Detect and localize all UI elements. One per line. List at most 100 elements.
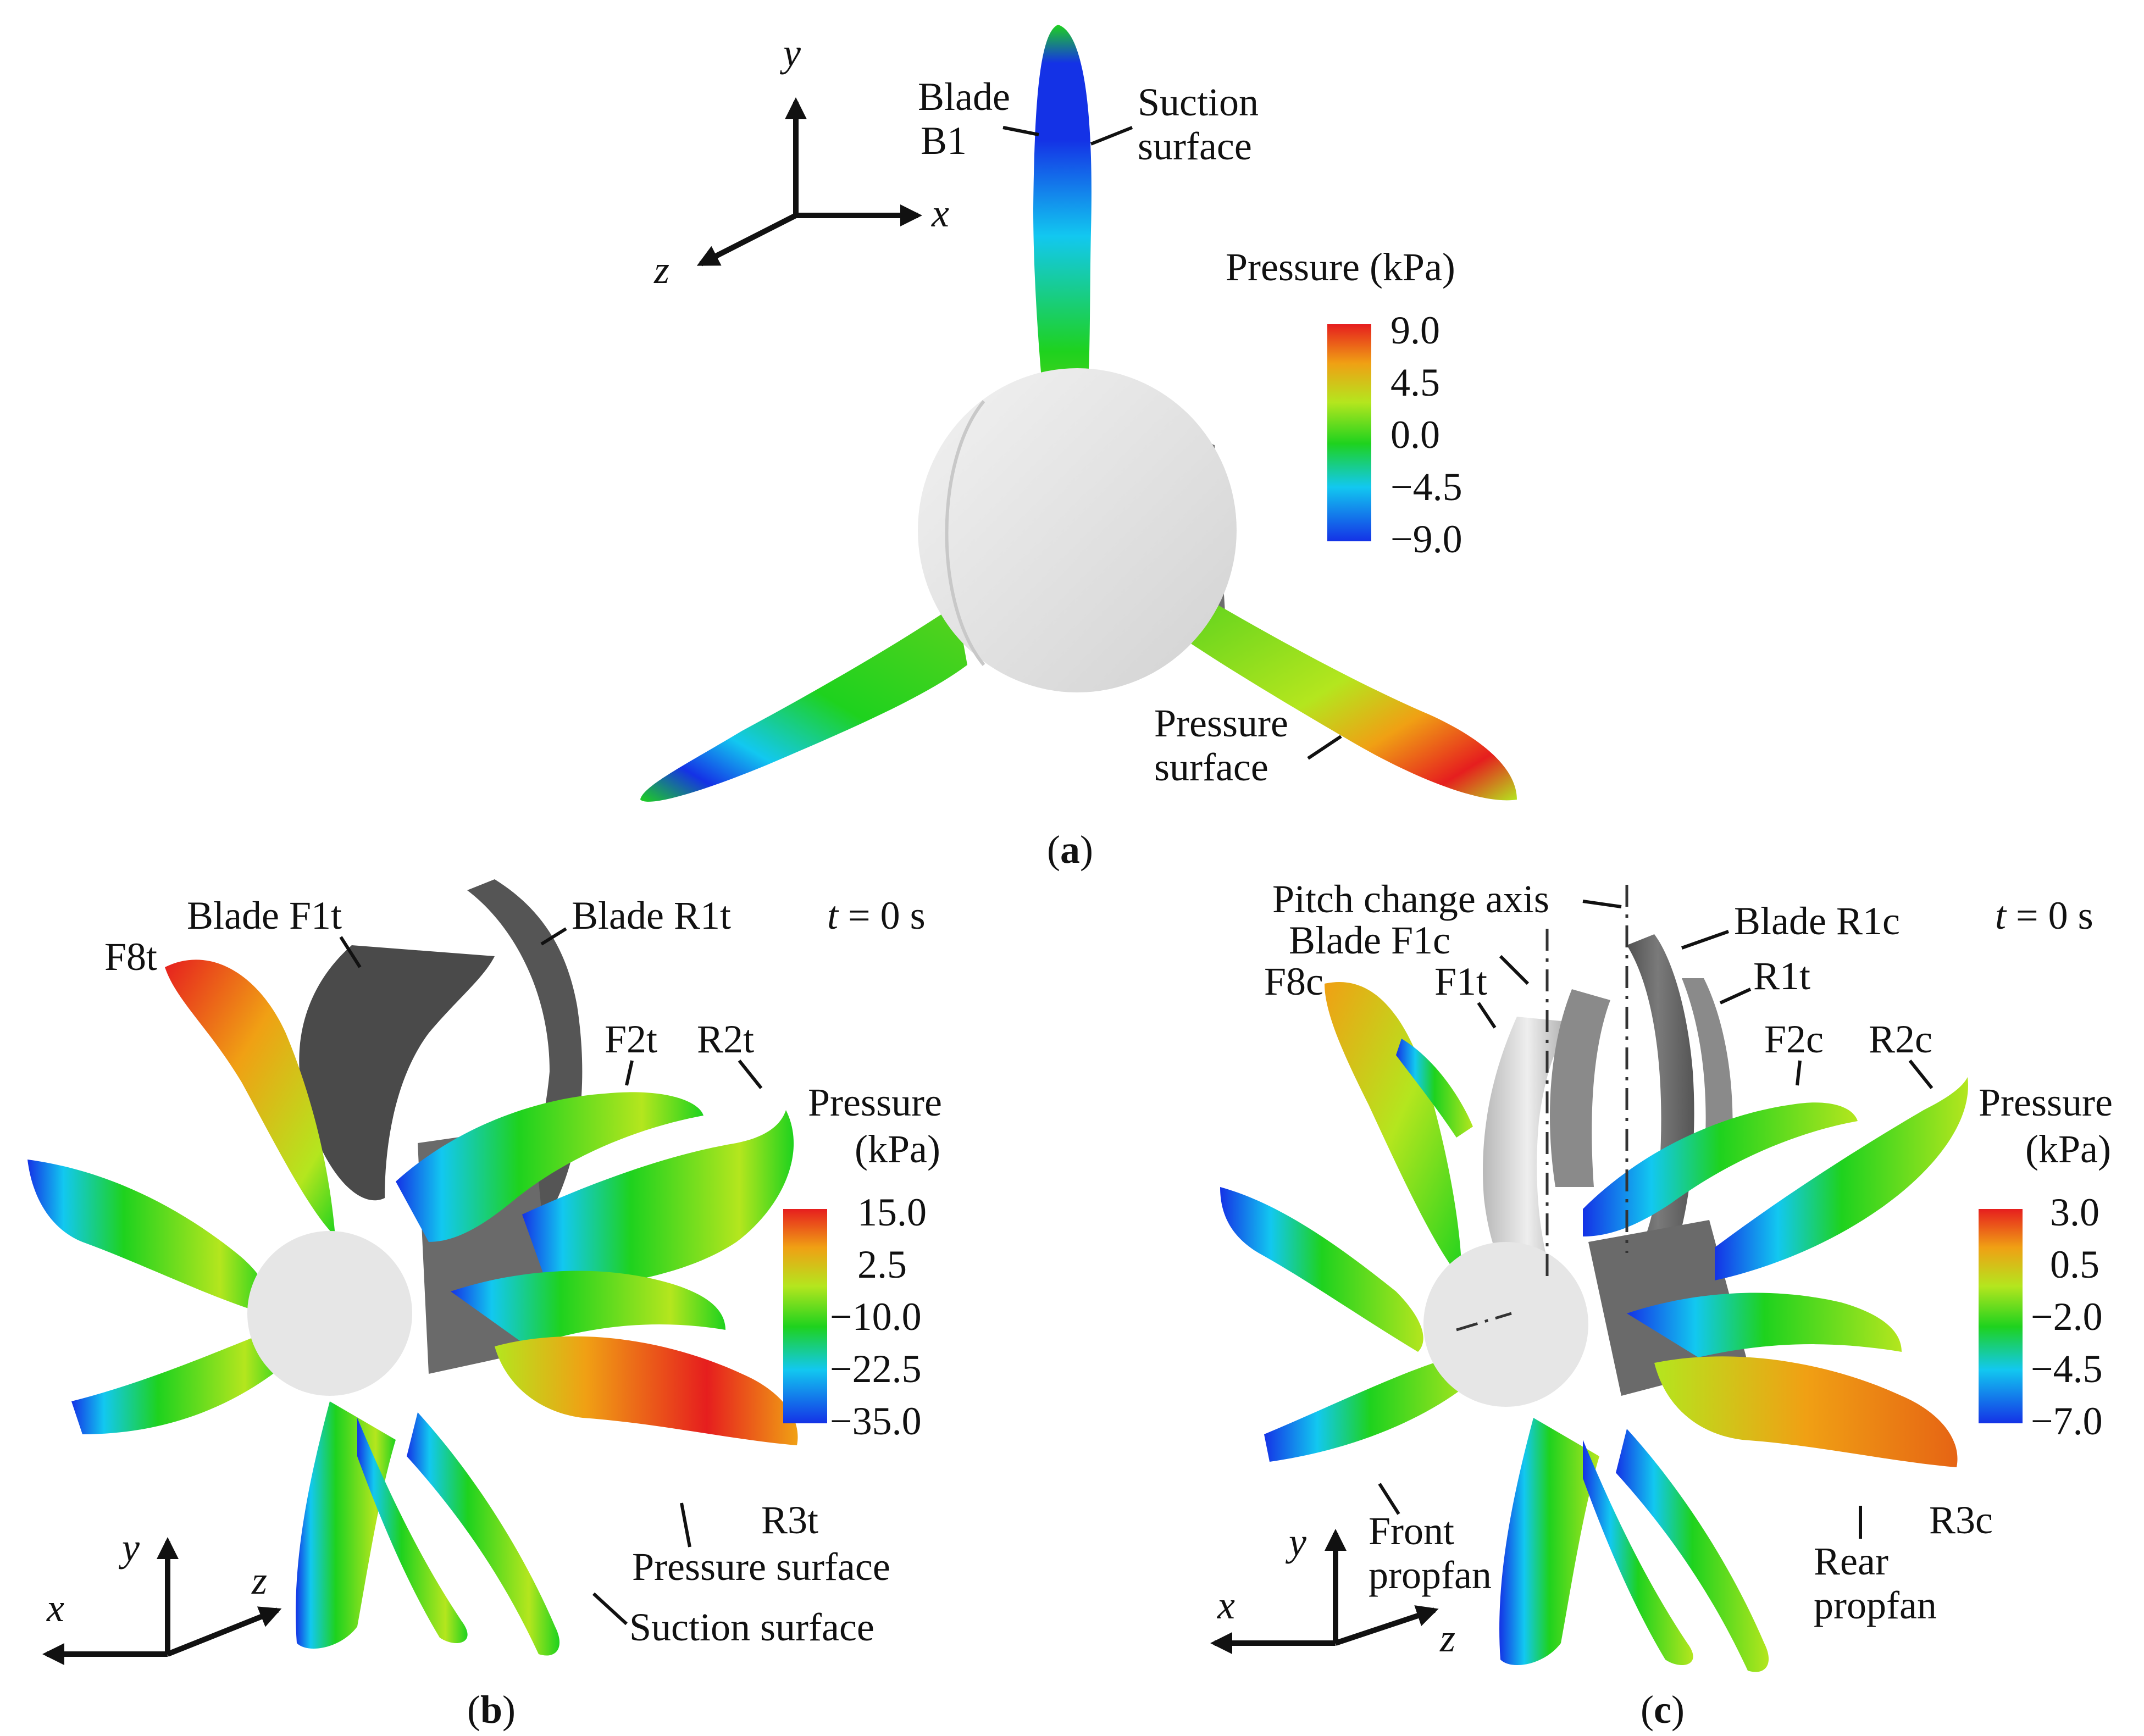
legend-c-tick-3: −4.5: [2031, 1347, 2103, 1391]
blade-f1t-leader: [339, 936, 362, 968]
f2t-leader: [625, 1060, 634, 1086]
panel-a: y x z Blade B1 Suction surface Pr: [640, 25, 1517, 872]
rear-propfan-label-line2: propfan: [1814, 1583, 1937, 1627]
legend-c-tick-4: −7.0: [2031, 1399, 2103, 1443]
blade-c-bottom-3: [1583, 1440, 1693, 1665]
front-propfan-label-line1: Front: [1369, 1509, 1454, 1553]
panel-b-hub-front: [247, 1231, 412, 1396]
c-time-label: t = 0 s: [1995, 894, 2093, 938]
legend-a-tick-0: 9.0: [1390, 308, 1440, 352]
f2c-label: F2c: [1764, 1017, 1824, 1061]
blade-b1-label-line2: B1: [921, 119, 967, 163]
blade-c-bottom-1: [1499, 1418, 1599, 1665]
pressure-surface-label: Pressure surface: [632, 1545, 890, 1589]
c-y-axis-label: y: [1285, 1520, 1306, 1564]
panel-b-color-blades: [27, 959, 798, 1656]
legend-a-tick-4: −9.0: [1390, 517, 1462, 561]
panel-b: y x z Blade F1t Blade R1t F8t F2t R2t R3…: [27, 879, 942, 1732]
blade-b1: [1033, 25, 1092, 409]
blade-c-right-mid: [1627, 1293, 1902, 1357]
blade-r1t-c-shape: [1682, 978, 1733, 1165]
blade-r3c: [1654, 1356, 1958, 1467]
pitch-change-axis-lines: [1456, 885, 1628, 1332]
blade-r3t: [495, 1336, 798, 1445]
legend-c-tick-1: 0.5: [2050, 1243, 2099, 1286]
blade-b-right-mid: [451, 1271, 725, 1346]
blade-r1t-leader: [540, 927, 567, 946]
legend-a-tick-1: 4.5: [1390, 360, 1440, 404]
blade-f8c: [1325, 981, 1462, 1280]
blade-r1c-leader: [1681, 930, 1729, 950]
pitch-change-axis-leader: [1582, 900, 1622, 908]
caption-b: (b): [467, 1688, 516, 1732]
blade-b-left-1: [27, 1160, 268, 1313]
c-x-axis-label: x: [1217, 1583, 1235, 1627]
r3t-label: R3t: [761, 1498, 818, 1542]
pitch-change-axis-label: Pitch change axis: [1272, 877, 1549, 921]
blade-c-small: [1396, 1039, 1473, 1138]
legend-c-colorbar: [1979, 1209, 2023, 1423]
blade-c-left-1: [1220, 1187, 1423, 1352]
blade-f2t: [396, 1092, 703, 1242]
panel-c-color-blades: [1220, 981, 1968, 1672]
blade-r2c: [1715, 1077, 1968, 1280]
panel-a-axes: y x z: [653, 31, 949, 292]
b-y-axis-label: y: [118, 1526, 140, 1569]
legend-a-title: Pressure (kPa): [1226, 245, 1455, 289]
blade-f1c-leader: [1499, 955, 1530, 985]
c-z-axis-arrow: [1334, 1605, 1439, 1646]
blade-b1-label-line1: Blade: [918, 75, 1010, 119]
pressure-leader: [1307, 735, 1342, 760]
panel-c-labels: Pitch change axis Blade F1c Blade R1c F1…: [1264, 877, 1993, 1627]
front-propfan-leader: [1378, 1483, 1400, 1515]
blade-b-bottom-1: [296, 1401, 396, 1649]
blade-f1c-shape: [1483, 1017, 1572, 1302]
legend-b-tick-2: −10.0: [830, 1295, 922, 1339]
panel-c-legend: Pressure (kPa) 3.0 0.5 −2.0 −4.5 −7.0: [1979, 1080, 2113, 1443]
hub-edge: [945, 400, 985, 666]
caption-a: (a): [1047, 828, 1093, 872]
z-axis-arrow: [696, 213, 797, 267]
r2t-label: R2t: [697, 1017, 754, 1061]
r1t-c-label: R1t: [1753, 954, 1810, 998]
suction-label-line1: Suction: [1138, 80, 1259, 124]
blade-f8t: [165, 959, 335, 1236]
panel-a-legend: Pressure (kPa) 9.0 4.5 0.0 −4.5 −9.0: [1226, 245, 1462, 561]
legend-a-tick-2: 0.0: [1390, 413, 1440, 457]
f1t-c-leader: [1477, 1002, 1497, 1029]
blade-left: [640, 604, 967, 802]
panel-a-labels: Blade B1 Suction surface Pressure surfac…: [918, 75, 1342, 789]
legend-c-tick-0: 3.0: [2050, 1190, 2099, 1234]
front-propfan-label-line2: propfan: [1369, 1553, 1492, 1597]
b-z-axis-label: z: [251, 1558, 267, 1602]
pressure-label-line2: surface: [1154, 745, 1268, 789]
r2c-label: R2c: [1869, 1017, 1932, 1061]
f8c-label: F8c: [1264, 959, 1323, 1003]
r3c-label: R3c: [1929, 1498, 1993, 1542]
blade-r1c-label: Blade R1c: [1734, 899, 1900, 943]
panel-b-legend: Pressure (kPa) 15.0 2.5 −10.0 −22.5 −35.…: [783, 1080, 942, 1443]
blade-b-bottom-3: [357, 1418, 468, 1643]
b-x-axis-label: x: [46, 1586, 64, 1630]
legend-c-title-line2: (kPa): [2025, 1127, 2111, 1171]
f1t-c-label: F1t: [1434, 959, 1487, 1003]
hub-front: [918, 368, 1237, 692]
blade-f1t-c-shape: [1550, 989, 1610, 1187]
suction-leader: [1090, 126, 1133, 146]
caption-c: (c): [1641, 1688, 1685, 1732]
legend-b-tick-3: −22.5: [830, 1347, 922, 1391]
panel-c: y x z Pitch change axis Blade F1c Blade …: [1210, 877, 2113, 1732]
legend-b-tick-4: −35.0: [830, 1399, 922, 1443]
r2c-leader: [1908, 1060, 1934, 1089]
f2t-label: F2t: [605, 1017, 657, 1061]
legend-a-tick-3: −4.5: [1390, 465, 1462, 509]
blade-f1c-label: Blade F1c: [1289, 918, 1450, 962]
r1t-c-leader: [1719, 988, 1752, 1005]
z-axis-label: z: [653, 248, 669, 292]
blade-b-bottom-2: [407, 1412, 560, 1656]
legend-b-title-line1: Pressure: [808, 1080, 942, 1124]
legend-b-colorbar: [783, 1209, 827, 1423]
suction-surface-leader: [592, 1592, 628, 1626]
f2c-leader: [1796, 1060, 1802, 1086]
